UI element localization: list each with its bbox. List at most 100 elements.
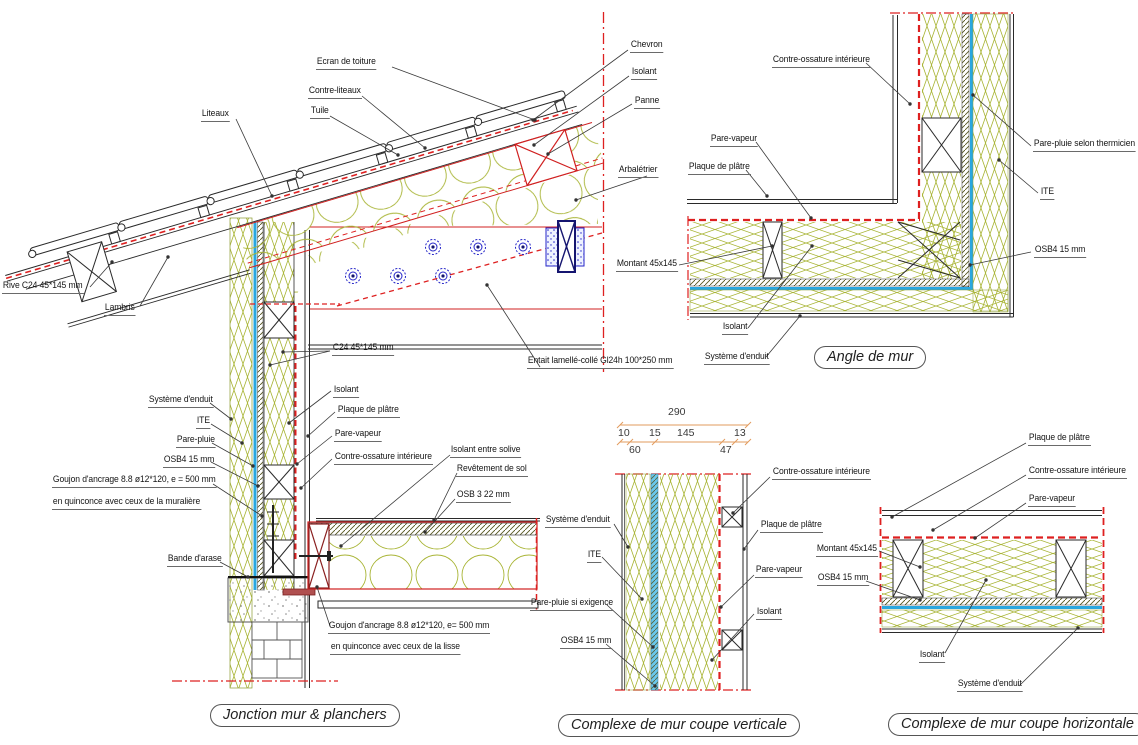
label-lambris: Lambris xyxy=(104,302,136,316)
label-tuile: Tuile xyxy=(310,105,330,119)
label-bande-arase: Bande d'arase xyxy=(167,553,223,567)
label-systeme-enduit-a: Système d'enduit xyxy=(704,351,770,365)
roof-screen-red-dashed xyxy=(5,109,573,280)
leader-dots xyxy=(110,93,1080,688)
label-chevron: Chevron xyxy=(630,39,664,53)
label-isolant-solive: Isolant entre solive xyxy=(450,444,522,458)
label-arbaletrier: Arbalétrier xyxy=(618,164,659,178)
dim-47: 47 xyxy=(720,444,732,456)
ite-h xyxy=(689,289,1009,312)
complexe-verticale-detail xyxy=(615,421,752,691)
label-pare-vapeur-h: Pare-vapeur xyxy=(1028,493,1076,507)
anchor-bolt-horizontal xyxy=(282,588,316,596)
osb-hatch xyxy=(881,597,1103,606)
battens-crossed xyxy=(721,506,743,651)
label-liteaux: Liteaux xyxy=(201,108,230,122)
leader-lines xyxy=(89,49,1079,687)
ite-band xyxy=(881,609,1103,628)
screw-fasteners xyxy=(345,239,531,284)
label-systeme-enduit-j: Système d'enduit xyxy=(148,394,214,408)
roof-insulation-wedge xyxy=(294,166,598,300)
jonction-detail xyxy=(5,12,605,689)
floor-insulation xyxy=(308,536,537,589)
label-revetement-sol: Revêtement de sol xyxy=(456,463,528,477)
title-verticale: Complexe de mur coupe verticale xyxy=(558,714,800,737)
label-rive: Rive C24 45*145 mm xyxy=(2,280,84,294)
wall-studs-crossed xyxy=(263,301,295,577)
label-systeme-enduit-h: Système d'enduit xyxy=(957,678,1023,692)
masonry-blocks xyxy=(251,621,303,679)
osb-hatch-h xyxy=(689,278,970,287)
floor-assembly xyxy=(299,518,540,610)
label-c24: C24 45*145 mm xyxy=(332,342,395,356)
tiles xyxy=(28,90,567,259)
wall-osb-hatch xyxy=(257,221,264,591)
label-osb4-j: OSB4 15 mm xyxy=(163,454,216,468)
stud-insulation-h xyxy=(690,222,961,278)
label-pare-pluie-exigence: Pare-pluie si exigence xyxy=(530,597,614,611)
label-contre-ossature-v: Contre-ossature intérieure xyxy=(772,466,871,480)
label-plaque-platre-v: Plaque de plâtre xyxy=(760,519,823,533)
stud-insulation xyxy=(660,474,718,690)
label-isolant-wall: Isolant xyxy=(333,384,360,398)
dim-145: 145 xyxy=(677,427,695,439)
label-osb3: OSB 3 22 mm xyxy=(456,489,511,503)
anchor-bolt-vertical xyxy=(267,505,279,573)
label-osb4-v: OSB4 15 mm xyxy=(560,635,613,649)
label-plaque-platre-h: Plaque de plâtre xyxy=(1028,432,1091,446)
floor-osb-hatch xyxy=(307,522,538,536)
label-goujon2-line1: Goujon d'ancrage 8.8 ø12*120, e= 500 mm xyxy=(328,620,491,634)
roof-assembly xyxy=(5,90,605,328)
label-osb4-h: OSB4 15 mm xyxy=(817,572,870,586)
timber-connector xyxy=(545,220,585,273)
entait-zone xyxy=(308,12,605,372)
dim-15: 15 xyxy=(649,427,661,439)
osb-hatch-v xyxy=(961,13,970,288)
rive-board xyxy=(66,241,118,303)
label-montant-h: Montant 45x145 xyxy=(816,543,878,557)
corner-bracing xyxy=(897,221,961,279)
title-angle: Angle de mur xyxy=(814,346,927,369)
label-ite-v: ITE xyxy=(587,549,602,563)
roof-insulation-band xyxy=(237,122,604,268)
lambris-board xyxy=(67,269,250,325)
montants-crossed xyxy=(892,539,1087,598)
title-horizontale: Complexe de mur coupe horizontale xyxy=(888,713,1138,736)
label-isolant-a: Isolant xyxy=(722,321,749,335)
label-panne: Panne xyxy=(634,95,661,109)
label-contre-ossature-j: Contre-ossature intérieure xyxy=(334,451,433,465)
label-isolant-v: Isolant xyxy=(756,606,783,620)
label-ite-j: ITE xyxy=(196,415,211,429)
label-entait: Entait lamellé-collé Gl24h 100*250 mm xyxy=(527,355,674,369)
complexe-horizontale-detail xyxy=(879,507,1105,633)
label-plaque-platre-j: Plaque de plâtre xyxy=(337,404,400,418)
label-pare-vapeur-v: Pare-vapeur xyxy=(755,564,803,578)
label-pare-pluie-thermicien: Pare-pluie selon thermicien xyxy=(1033,138,1136,152)
wall-stud-insulation xyxy=(264,222,294,590)
label-plaque-platre-a: Plaque de plâtre xyxy=(688,161,751,175)
label-isolant-h: Isolant xyxy=(919,649,946,663)
purlin-panne xyxy=(514,128,578,187)
dim-10: 10 xyxy=(618,427,630,439)
angle-de-mur-detail xyxy=(687,12,1016,320)
dim-60: 60 xyxy=(629,444,641,456)
dim-total-290: 290 xyxy=(668,406,686,418)
label-isolant-roof: Isolant xyxy=(631,66,658,80)
dim-13: 13 xyxy=(734,427,746,439)
label-goujon1-line2: en quinconce avec ceux de la muralière xyxy=(52,496,202,510)
ite-band xyxy=(625,473,651,691)
label-ite-a: ITE xyxy=(1040,186,1055,200)
label-pare-vapeur-j: Pare-vapeur xyxy=(334,428,382,442)
label-contre-ossature-h: Contre-ossature intérieure xyxy=(1028,465,1127,479)
label-goujon2-line2: en quinconce avec ceux de la lisse xyxy=(330,641,461,655)
label-pare-pluie-j: Pare-pluie xyxy=(176,434,216,448)
label-pare-vapeur-a: Pare-vapeur xyxy=(710,133,758,147)
concrete-footing xyxy=(227,577,309,623)
label-montant-a: Montant 45x145 xyxy=(616,258,678,272)
dimension-lines xyxy=(616,421,752,446)
label-ecran-toiture: Ecran de toiture xyxy=(316,56,377,70)
label-systeme-enduit-v: Système d'enduit xyxy=(545,514,611,528)
title-jonction: Jonction mur & planchers xyxy=(210,704,400,727)
